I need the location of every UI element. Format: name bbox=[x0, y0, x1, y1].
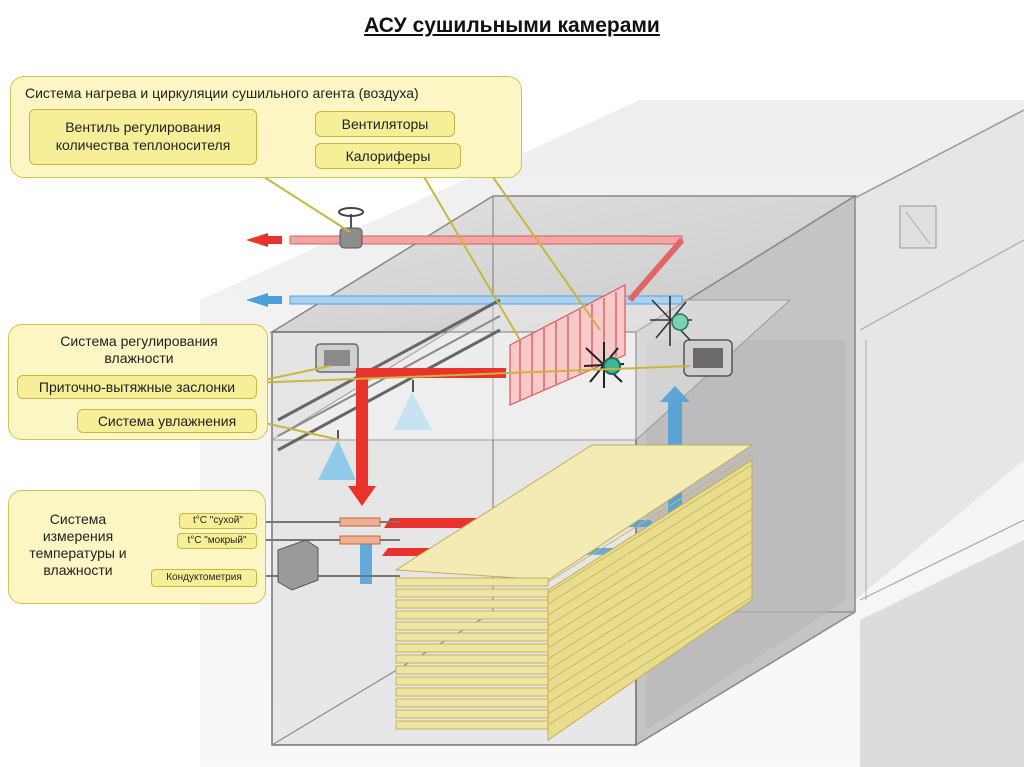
dry-temp-label: t°C "сухой" bbox=[179, 513, 257, 529]
lumber-board-side bbox=[547, 552, 753, 682]
heating-system-title: Система нагрева и циркуляции сушильного … bbox=[25, 85, 419, 101]
heating-system-group: Система нагрева и циркуляции сушильного … bbox=[10, 76, 522, 178]
lumber-board-side bbox=[547, 508, 753, 638]
lumber-board bbox=[395, 687, 549, 697]
lumber-board-side bbox=[547, 596, 753, 726]
lumber-board-side bbox=[547, 453, 753, 583]
lumber-board bbox=[395, 643, 549, 653]
dampers-label: Приточно-вытяжные заслонки bbox=[17, 375, 257, 399]
page-title: АСУ сушильными камерами bbox=[364, 14, 660, 37]
lumber-board bbox=[395, 599, 549, 609]
control-valve bbox=[338, 207, 364, 249]
wet-temp-label: t°C "мокрый" bbox=[177, 533, 257, 549]
lumber-board bbox=[395, 654, 549, 664]
humidity-system-title: Система регулирования влажности bbox=[60, 333, 218, 366]
lumber-board-side bbox=[547, 585, 753, 715]
lumber-board-side bbox=[547, 486, 753, 616]
lumber-board bbox=[395, 709, 549, 719]
lumber-board-side bbox=[547, 497, 753, 627]
lumber-board bbox=[395, 577, 549, 587]
fan-2 bbox=[650, 296, 692, 346]
lumber-board-side bbox=[547, 475, 753, 605]
lumber-board bbox=[395, 621, 549, 631]
humidifier-sprays bbox=[318, 380, 432, 480]
lumber-stack bbox=[394, 444, 754, 741]
damper-right bbox=[683, 339, 733, 377]
conductometry-label: Кондуктометрия bbox=[151, 569, 257, 587]
lumber-board bbox=[395, 588, 549, 598]
inlet-arrow-hot bbox=[246, 233, 282, 247]
lumber-board bbox=[395, 720, 549, 730]
lumber-board-side bbox=[547, 519, 753, 649]
damper-external bbox=[899, 205, 937, 249]
outlet-arrow-cold bbox=[246, 293, 282, 307]
measurement-system-group: Система измерения температуры и влажност… bbox=[8, 490, 266, 604]
lumber-board bbox=[395, 632, 549, 642]
lumber-top bbox=[394, 444, 754, 581]
lumber-board bbox=[395, 676, 549, 686]
humidity-system-group: Система регулирования влажности Приточно… bbox=[8, 324, 268, 440]
heat-pipes bbox=[289, 235, 685, 305]
fan-1 bbox=[583, 342, 625, 388]
measuring-box bbox=[277, 539, 319, 591]
lumber-board-side bbox=[547, 563, 753, 693]
heaters-label: Калориферы bbox=[315, 143, 461, 169]
lumber-board bbox=[395, 698, 549, 708]
valve-label: Вентиль регулирования количества теплоно… bbox=[29, 109, 257, 165]
lumber-board bbox=[395, 665, 549, 675]
heater-coil bbox=[509, 284, 626, 406]
lumber-board bbox=[395, 610, 549, 620]
measurement-system-title: Система измерения температуры и влажност… bbox=[29, 511, 127, 578]
lumber-board-side bbox=[547, 541, 753, 671]
lumber-board-side bbox=[547, 464, 753, 594]
lumber-board-side bbox=[547, 530, 753, 660]
humidifier-label: Система увлажнения bbox=[77, 409, 257, 433]
lumber-board-side bbox=[547, 574, 753, 704]
fans-label: Вентиляторы bbox=[315, 111, 455, 137]
damper-left bbox=[315, 343, 359, 373]
